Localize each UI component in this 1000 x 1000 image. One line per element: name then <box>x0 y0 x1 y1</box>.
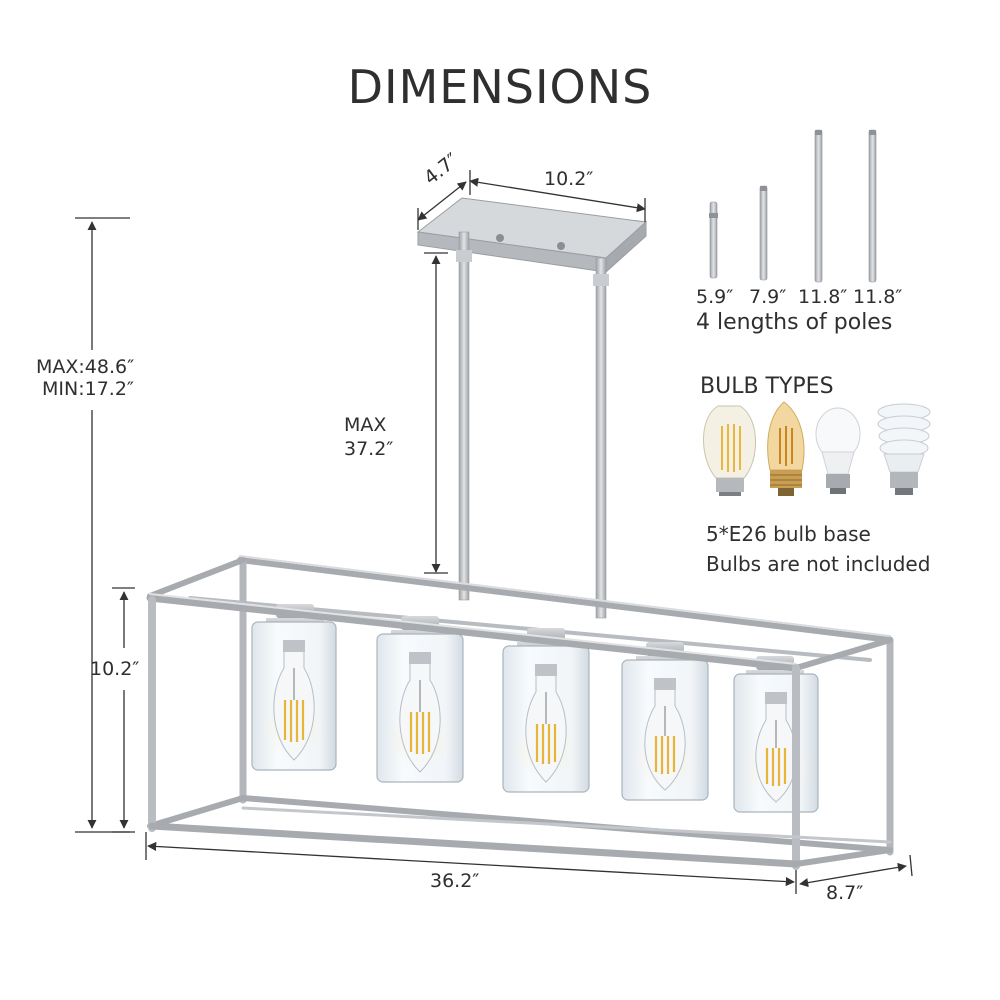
down-rods <box>456 231 609 619</box>
frame-height-dimension <box>112 587 135 833</box>
lamp-4 <box>621 642 709 801</box>
pole-length-label-3: 11.8″ <box>798 286 848 308</box>
lamp-5 <box>733 656 819 813</box>
pole-11-8-b-icon <box>868 129 877 283</box>
canopy-width-label: 10.2″ <box>544 168 594 190</box>
frame-height-label: 10.2″ <box>90 658 140 680</box>
pole-length-label-1: 5.9″ <box>696 286 734 308</box>
pole-icons <box>709 129 877 283</box>
poles-caption: 4 lengths of poles <box>696 310 893 335</box>
lamp-3 <box>502 628 590 793</box>
canopy <box>416 197 648 274</box>
frame-length-dimension <box>145 832 797 894</box>
frame-depth-dimension <box>799 854 913 888</box>
rod-max-label: MAX <box>344 414 387 436</box>
lamp-2 <box>376 616 464 783</box>
bulbs-included-note: Bulbs are not included <box>706 552 931 576</box>
overall-min-label: MIN:17.2″ <box>42 378 135 400</box>
pole-7-9-icon <box>759 185 768 281</box>
bulb-base-note: 5*E26 bulb base <box>706 522 871 546</box>
frame-length-label: 36.2″ <box>430 870 480 892</box>
a19-led-bulb-icon <box>815 407 861 494</box>
bulb-types-heading: BULB TYPES <box>700 374 834 399</box>
pole-11-8-a-icon <box>814 129 823 283</box>
spiral-cfl-bulb-icon <box>877 403 931 495</box>
overall-height-dimension <box>75 217 130 833</box>
pole-length-label-4: 11.8″ <box>853 286 903 308</box>
edison-st64-bulb-icon <box>703 405 756 496</box>
overall-max-label: MAX:48.6″ <box>36 356 135 378</box>
rod-length-dimension <box>424 252 448 574</box>
pole-length-label-2: 7.9″ <box>749 286 787 308</box>
lamp-1 <box>251 604 337 771</box>
frame-depth-label: 8.7″ <box>826 882 864 904</box>
rod-max-value: 37.2″ <box>344 438 394 460</box>
candle-bulb-icon <box>767 401 805 496</box>
pole-5-9-icon <box>709 201 718 279</box>
canopy-dimension-lines <box>417 170 646 230</box>
page-title: DIMENSIONS <box>347 60 653 114</box>
